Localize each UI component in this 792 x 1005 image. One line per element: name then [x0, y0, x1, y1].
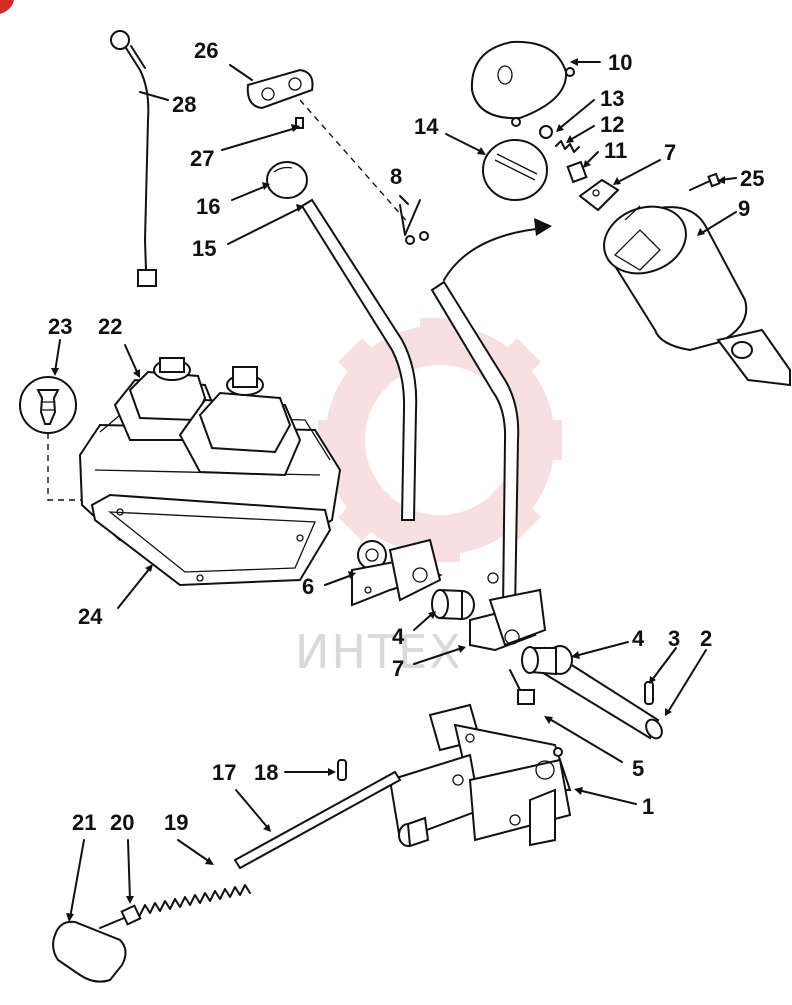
curved-arrow-head: [534, 218, 552, 236]
part-3-pin: [644, 681, 654, 705]
part-15-lever: [300, 198, 418, 521]
part-18-pin: [337, 759, 347, 781]
part-24-gasket: [90, 493, 332, 587]
callout-11: 11: [604, 138, 627, 163]
corner-mark: [0, 0, 14, 14]
callout-25: 25: [740, 166, 764, 191]
callout-7-left: 8: [390, 164, 402, 189]
callout-5: 6: [302, 574, 314, 599]
callout-12: 12: [600, 112, 624, 137]
part-4-bushing-right: [521, 645, 573, 676]
part-7-bracket-right: [578, 178, 620, 212]
callout-1: 1: [642, 794, 654, 819]
callout-13: 13: [600, 86, 624, 111]
part-14-disc: [482, 139, 548, 201]
part-23-clip: [19, 376, 77, 434]
callout-28: 28: [172, 92, 196, 117]
callout-22: 22: [98, 314, 122, 339]
callout-labels: 10 13 12 11 7 14 25 9 26 28 27 16 15 8 2…: [48, 38, 764, 835]
callout-21: 21: [72, 810, 96, 835]
callout-18: 18: [254, 760, 278, 785]
gear-watermark-icon: [318, 318, 562, 562]
part-12-spring: [555, 140, 580, 153]
part-27-screw: [295, 117, 304, 129]
callout-15: 15: [192, 236, 216, 261]
part-20-nut: [99, 904, 142, 929]
callout-19: 19: [164, 810, 188, 835]
assembly-line-23: [47, 433, 110, 501]
callout-6: 5: [632, 756, 644, 781]
callout-23: 23: [48, 314, 72, 339]
callout-27: 27: [190, 146, 214, 171]
part-7-pin-left: [399, 199, 429, 245]
callout-4-right: 4: [632, 626, 645, 651]
part-10-cap: [470, 40, 575, 127]
callout-26: 26: [194, 38, 218, 63]
curved-arrow: [443, 227, 546, 281]
part-9-housing: [603, 205, 791, 387]
part-4-bushing-left: [431, 588, 475, 621]
part-16-knob: [266, 161, 308, 199]
watermark-text: ИНТЕХ: [295, 625, 463, 679]
callout-17: 17: [212, 760, 236, 785]
part-17-rod: [233, 770, 402, 870]
part-13-ball: [539, 125, 553, 139]
part-26-plate: [246, 68, 314, 110]
callout-9: 9: [738, 196, 750, 221]
leader-lines: [51, 58, 737, 922]
callout-16: 16: [196, 194, 220, 219]
part-1-bracket: [388, 703, 572, 848]
callout-10: 10: [608, 50, 632, 75]
callout-14: 14: [414, 114, 439, 139]
callout-20: 20: [110, 810, 134, 835]
part-19-spring: [139, 884, 251, 916]
callout-24: 24: [78, 604, 103, 629]
callout-2: 2: [700, 626, 712, 651]
part-21-handle: [52, 920, 127, 983]
part-6-block: [509, 669, 535, 705]
part-28-cable: [110, 30, 157, 287]
part-11-detent: [566, 160, 588, 184]
part-8-mount: [469, 572, 547, 652]
callout-8: 7: [392, 656, 404, 681]
part-5-mount: [351, 538, 443, 607]
callout-4-left: 4: [392, 624, 405, 649]
assembly-line-26: [299, 99, 411, 226]
callout-3: 3: [668, 626, 680, 651]
callout-7-right: 7: [664, 140, 676, 165]
part-25-screw: [689, 172, 721, 191]
